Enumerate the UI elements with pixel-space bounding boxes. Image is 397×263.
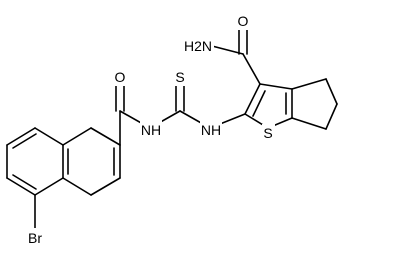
bond bbox=[34, 127, 64, 146]
bond bbox=[34, 177, 64, 196]
amide-oxygen-label: O bbox=[238, 13, 249, 29]
bond bbox=[325, 78, 338, 105]
thiocarbonyl-sulfur-label: S bbox=[175, 69, 184, 85]
bond bbox=[244, 83, 261, 115]
thiophene-sulfur-label: S bbox=[263, 125, 272, 141]
bond bbox=[291, 78, 327, 90]
amide-nitrogen-label: H2N bbox=[184, 38, 212, 54]
bond bbox=[259, 83, 293, 90]
bond bbox=[6, 177, 36, 196]
bromine-label: Br bbox=[28, 230, 42, 246]
bond bbox=[325, 103, 338, 130]
bond bbox=[90, 177, 121, 196]
bond bbox=[291, 117, 327, 130]
atom-labels: H2N O O NH S NH S Br bbox=[24, 12, 275, 246]
bond bbox=[211, 45, 244, 55]
bond bbox=[62, 177, 92, 196]
bond bbox=[62, 127, 92, 146]
amide-nh-label: NH bbox=[141, 122, 161, 138]
thiourea-nh-label: NH bbox=[201, 122, 221, 138]
bond bbox=[12, 133, 37, 149]
bond bbox=[12, 174, 37, 190]
bond bbox=[90, 127, 121, 146]
carbonyl-oxygen-label: O bbox=[115, 69, 126, 85]
bond bbox=[6, 127, 36, 146]
bond bbox=[242, 53, 261, 85]
bonds bbox=[6, 27, 338, 229]
bond bbox=[252, 90, 266, 117]
